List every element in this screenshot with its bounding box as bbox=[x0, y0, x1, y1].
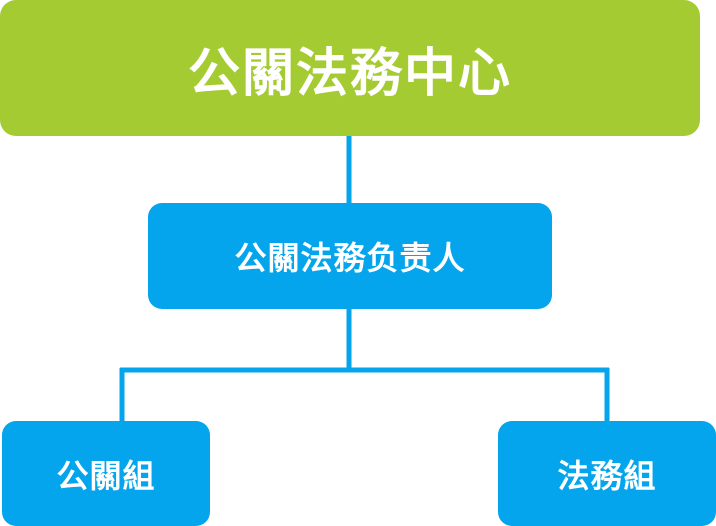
pr-legal-manager-node: 公關法務负责人 bbox=[148, 203, 552, 309]
pr-legal-center-label: 公關法務中心 bbox=[187, 43, 512, 104]
pr-team-node: 公關組 bbox=[2, 421, 210, 526]
pr-team-label: 公關組 bbox=[56, 456, 156, 495]
pr-legal-center-node: 公關法務中心 bbox=[0, 0, 700, 136]
legal-team-label: 法務組 bbox=[557, 456, 657, 495]
legal-team-node: 法務組 bbox=[498, 421, 716, 526]
pr-legal-manager-label: 公關法務负责人 bbox=[234, 239, 466, 277]
